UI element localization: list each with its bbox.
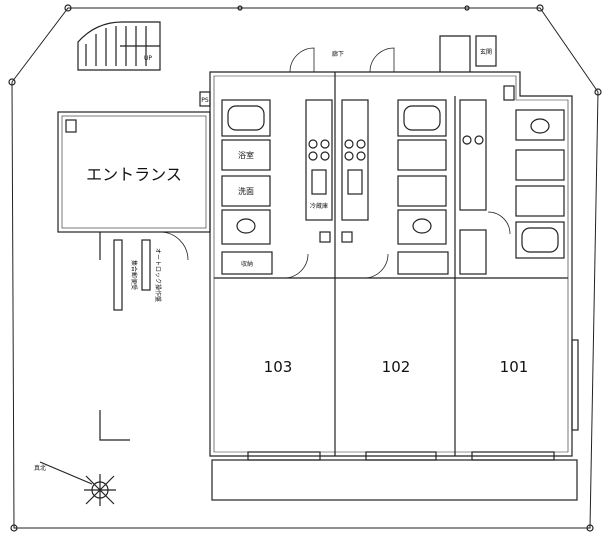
staircase <box>77 21 161 71</box>
room-storage: 収納 <box>241 260 253 268</box>
room-fridge: 冷蔵庫 <box>310 202 328 210</box>
room-bath: 浴室 <box>238 150 254 160</box>
ps-label: PS <box>201 97 209 104</box>
up-label: UP <box>144 55 152 62</box>
room-entry: 玄関 <box>480 48 492 56</box>
autolock-label: オートロック操作盤 <box>154 248 162 302</box>
room-washroom: 洗面 <box>238 186 254 196</box>
compass-label: 真北 <box>34 464 46 472</box>
autolock-panel <box>141 239 151 291</box>
north-arrow-icon <box>39 461 116 506</box>
unit-103-label: 103 <box>264 358 293 376</box>
room-hall: 廊下 <box>332 50 344 58</box>
unit-102-label: 102 <box>382 358 411 376</box>
mailbox <box>113 239 123 311</box>
bath-101 <box>515 221 565 259</box>
building-outline <box>209 71 573 457</box>
unit-101-label: 101 <box>500 358 529 376</box>
bath-102 <box>397 99 447 137</box>
balcony <box>211 459 578 501</box>
entrance-label: エントランス <box>86 165 182 184</box>
mailbox-label: 集合郵便受 <box>130 260 138 290</box>
site-boundary <box>11 7 599 529</box>
bath-103 <box>221 99 271 137</box>
